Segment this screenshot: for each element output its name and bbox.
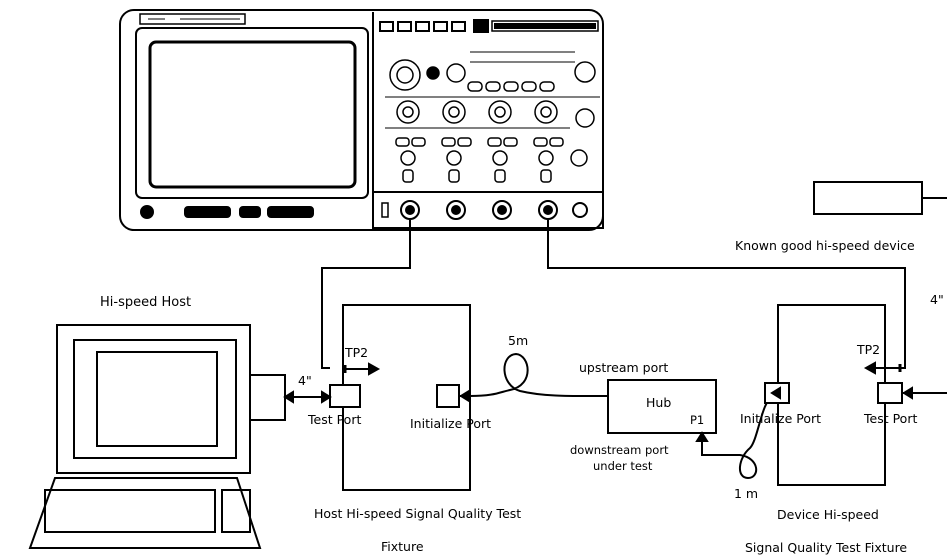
device-fixture-label-2: Signal Quality Test Fixture (745, 540, 907, 555)
scope-top-buttons (379, 19, 599, 33)
test-port-left-label: Test Port (307, 412, 361, 427)
cable-4in-right-label: 4" (930, 292, 944, 307)
scope-screen (148, 40, 357, 189)
hub-label: Hub (646, 395, 671, 410)
host-test-fixture (329, 304, 471, 491)
host-fixture-label-1: Host Hi-speed Signal Quality Test (314, 506, 521, 521)
downstream-port-label-1: downstream port (570, 443, 669, 457)
cable-4in-left-label: 4" (298, 373, 312, 388)
p1-label: P1 (690, 413, 704, 427)
device-fixture-label-1: Device Hi-speed (777, 507, 879, 522)
host-label: Hi-speed Host (100, 295, 191, 310)
hi-speed-host (28, 324, 286, 549)
cable-1m-label: 1 m (734, 486, 758, 501)
host-test-port (329, 384, 361, 408)
host-fixture-label-2: Fixture (381, 539, 424, 554)
known-good-device (813, 181, 923, 215)
probe-cable-left (321, 220, 411, 369)
scope-brand-plate (139, 13, 246, 25)
initialize-port-right-label: Initialize Port (740, 411, 821, 426)
scope-channel-inputs (381, 200, 588, 220)
upstream-port-label: upstream port (579, 360, 668, 375)
hub (607, 379, 717, 434)
cable-5m-label: 5m (508, 333, 528, 348)
device-test-fixture (764, 304, 903, 486)
known-good-device-label: Known good hi-speed device (735, 238, 915, 253)
probe-cable-right (547, 220, 906, 369)
initialize-port-left-label: Initialize Port (410, 416, 491, 431)
downstream-port-label-2: under test (593, 459, 653, 473)
cable-1m (701, 397, 773, 480)
oscilloscope (119, 9, 604, 231)
device-test-port (877, 382, 903, 404)
tp2-left-label: TP2 (344, 345, 368, 360)
tp2-right-label: TP2 (856, 342, 880, 357)
test-port-right-label: Test Port (863, 411, 917, 426)
cable-5m (459, 352, 609, 398)
host-initialize-port (436, 384, 460, 408)
scope-controls (385, 51, 600, 183)
